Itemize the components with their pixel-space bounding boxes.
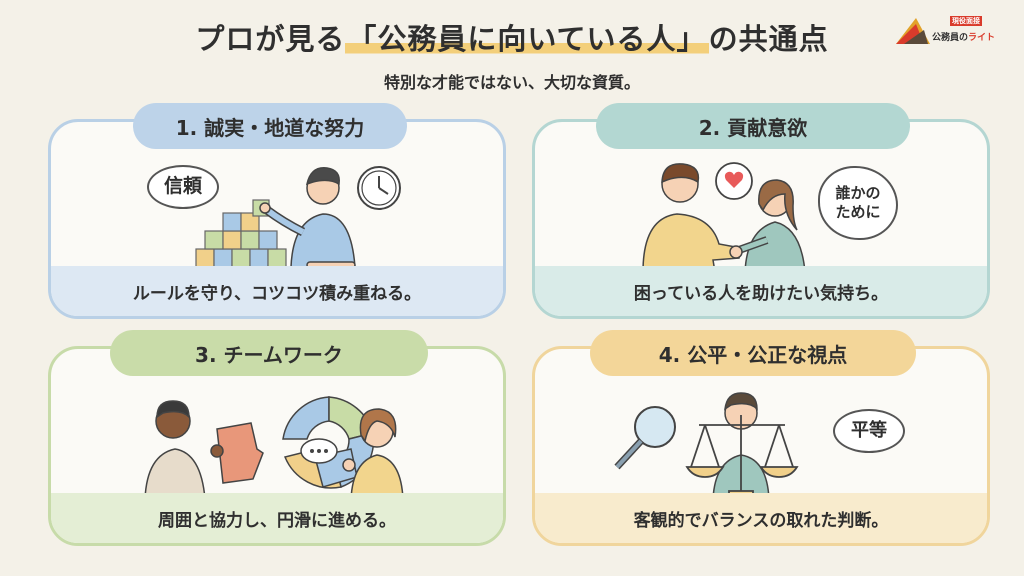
clock-icon [357, 166, 401, 210]
heading-honesty: 1. 誠実・地道な努力 [133, 103, 407, 149]
caption-contribution: 困っている人を助けたい気持ち。 [535, 266, 987, 316]
title-suffix: の共通点 [708, 22, 829, 56]
logo-text-main: 公務員の [932, 33, 969, 43]
fairness-illustration [614, 392, 799, 499]
heading-contribution: 2. 貢献意欲 [596, 103, 910, 149]
page-subtitle: 特別な才能ではない、大切な資質。 [383, 73, 640, 92]
trait-card-teamwork: … 周囲と協力し、円滑に進める。 [48, 346, 506, 546]
magnifier-icon [614, 406, 676, 470]
trait-card-contribution: 誰かのために 困っている人を助けたい気持ち。 [532, 119, 990, 319]
logo-text: 公務員のライト [932, 30, 995, 43]
title-highlight: 「公務員に向いている人」 [345, 22, 709, 56]
contribution-illustration [642, 162, 806, 272]
person-helping-icon [642, 163, 742, 272]
person-working-icon [259, 167, 356, 269]
caption-teamwork: 周囲と協力し、円滑に進める。 [51, 493, 503, 543]
heart-icon [715, 162, 753, 200]
scale-icon [685, 415, 799, 498]
person-receiving-icon [729, 179, 806, 272]
heading-fairness: 4. 公平・公正な視点 [590, 330, 916, 376]
page-title: プロが見る「公務員に向いている人」の共通点 [0, 16, 1024, 58]
bubble-line-1: 誰かのために [835, 184, 881, 221]
puzzle-ring-icon [216, 396, 375, 489]
trait-card-fairness: 平等 客観的でバランスの取れた判断。 [532, 346, 990, 546]
honesty-illustration [141, 166, 406, 269]
logo-mark-icon [896, 18, 930, 44]
equality-speech-bubble: 平等 [833, 409, 905, 453]
caption-fairness: 客観的でバランスの取れた判断。 [535, 493, 987, 543]
logo-text-accent: ライト [968, 33, 996, 43]
trait-card-honesty: 信頼 ルールを守り、コツコツ積み重ねる。 [48, 119, 506, 319]
logo-badge: 現役面接 [950, 16, 982, 26]
for-someone-thought-bubble: 誰かのために [818, 166, 898, 240]
teamwork-illustration [144, 396, 404, 499]
chat-dots-icon [300, 438, 338, 464]
brand-logo: 現役面接 公務員のライト [894, 14, 998, 48]
person-right-icon [342, 408, 404, 499]
title-prefix: プロが見る [195, 22, 346, 56]
trust-speech-bubble: 信頼 [147, 165, 219, 209]
person-left-icon [144, 400, 224, 499]
caption-honesty: ルールを守り、コツコツ積み重ねる。 [51, 266, 503, 316]
heading-teamwork: 3. チームワーク [110, 330, 428, 376]
stacked-blocks-icon [195, 199, 287, 268]
